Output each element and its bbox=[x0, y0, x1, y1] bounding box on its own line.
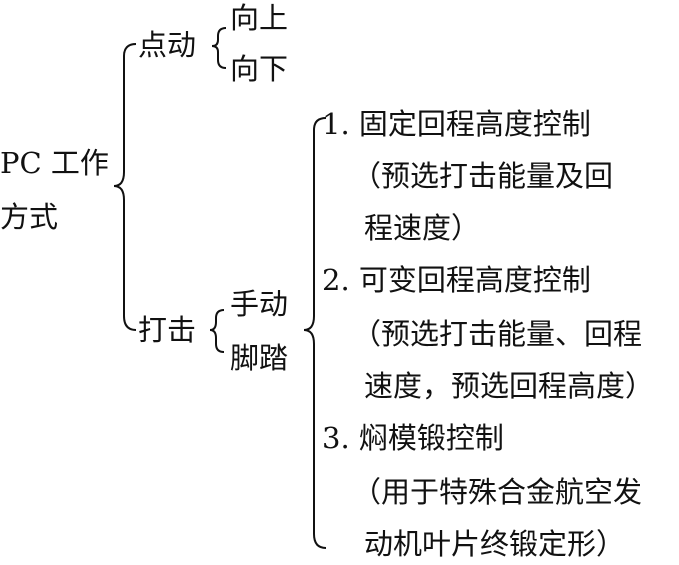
jog-item-up: 向上 bbox=[230, 1, 289, 35]
jog-label: 点动 bbox=[138, 28, 197, 62]
mode-1-desc-line2: 程速度） bbox=[364, 211, 481, 245]
strike-brace bbox=[209, 309, 225, 353]
mode-3-title: 3. 焖模锻控制 bbox=[322, 421, 504, 455]
mode-3-desc-line1: （用于特殊合金航空发 bbox=[352, 475, 643, 509]
modes-brace bbox=[303, 117, 327, 549]
mode-2-desc-line1: （预选打击能量、回程 bbox=[352, 317, 643, 351]
root-brace bbox=[113, 43, 137, 331]
mode-3-desc-line2: 动机叶片终锻定形） bbox=[364, 527, 626, 561]
strike-item-pedal: 脚踏 bbox=[230, 341, 289, 375]
jog-item-down: 向下 bbox=[230, 52, 289, 86]
strike-item-manual: 手动 bbox=[230, 287, 289, 321]
mode-1-title: 1. 固定回程高度控制 bbox=[322, 107, 591, 141]
mode-1-desc-line1: （预选打击能量及回 bbox=[352, 159, 614, 193]
strike-label: 打击 bbox=[138, 313, 197, 347]
mode-2-desc-line2: 速度，预选回程高度） bbox=[364, 369, 655, 403]
mode-2-title: 2. 可变回程高度控制 bbox=[322, 263, 591, 297]
jog-brace bbox=[211, 27, 227, 69]
root-label-line1: PC 工作 bbox=[0, 146, 109, 180]
root-label-line2: 方式 bbox=[0, 200, 59, 234]
